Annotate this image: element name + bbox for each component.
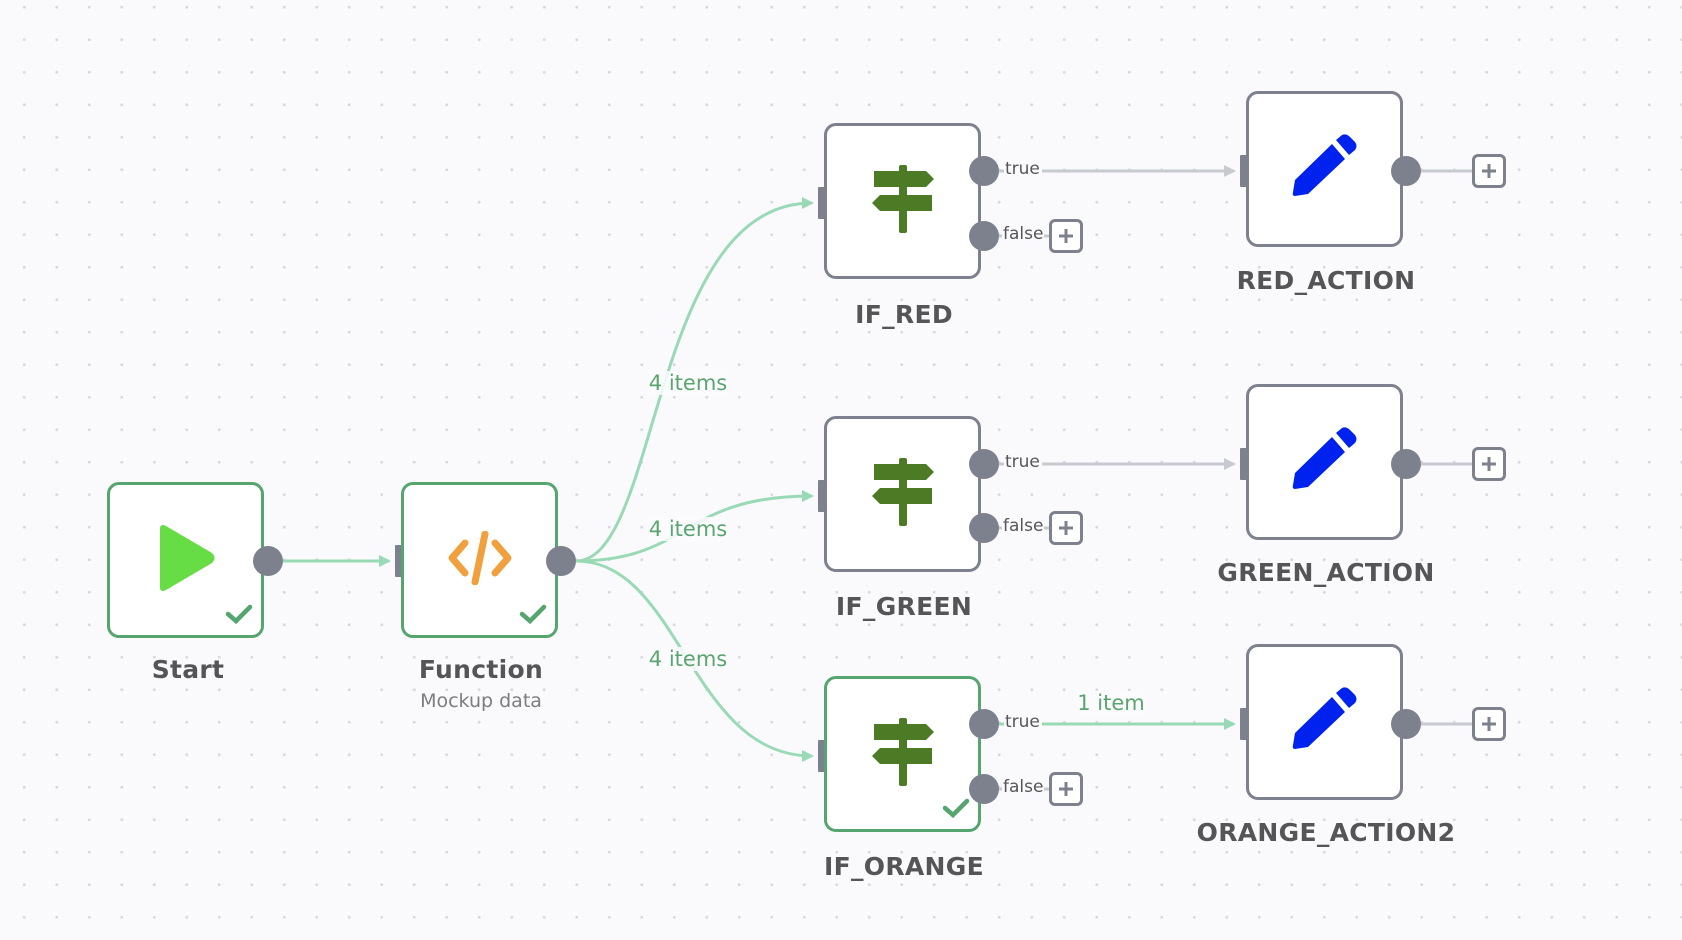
- node-red-action[interactable]: [1246, 91, 1403, 247]
- if-green-false-port[interactable]: [969, 513, 999, 543]
- node-start[interactable]: [107, 482, 264, 638]
- if-green-false-add-button[interactable]: [1049, 511, 1083, 545]
- if-orange-false-label: false: [1002, 777, 1045, 797]
- plus-icon: [1059, 229, 1073, 243]
- if-red-false-label: false: [1002, 224, 1045, 244]
- plus-icon: [1482, 717, 1496, 731]
- pencil-icon: [1292, 427, 1358, 497]
- green-action-add-button[interactable]: [1472, 447, 1506, 481]
- plus-icon: [1059, 521, 1073, 535]
- pencil-icon: [1292, 687, 1358, 757]
- if-orange-false-port[interactable]: [969, 774, 999, 804]
- node-label-if-orange: IF_ORANGE: [824, 852, 984, 881]
- node-subtitle-function: Mockup data: [420, 690, 542, 712]
- node-orange-action2[interactable]: [1246, 644, 1403, 800]
- signpost-icon: [870, 458, 936, 530]
- node-label-red-action: RED_ACTION: [1236, 266, 1416, 295]
- if-red-false-add-button[interactable]: [1049, 219, 1083, 253]
- node-if-green[interactable]: [824, 416, 981, 572]
- plus-icon: [1482, 457, 1496, 471]
- success-check-icon: [519, 603, 547, 629]
- red-action-add-button[interactable]: [1472, 154, 1506, 188]
- node-function[interactable]: [401, 482, 558, 638]
- if-orange-false-add-button[interactable]: [1049, 772, 1083, 806]
- green-action-output-port[interactable]: [1391, 449, 1421, 479]
- play-icon: [154, 523, 218, 597]
- orange-action2-output-port[interactable]: [1391, 709, 1421, 739]
- pencil-icon: [1292, 134, 1358, 204]
- code-icon: [447, 530, 513, 589]
- if-orange-true-label: true: [1004, 712, 1041, 732]
- signpost-icon: [870, 718, 936, 790]
- if-red-true-port[interactable]: [969, 156, 999, 186]
- if-orange-true-port[interactable]: [969, 709, 999, 739]
- plus-icon: [1059, 782, 1073, 796]
- node-if-red[interactable]: [824, 123, 981, 279]
- node-green-action[interactable]: [1246, 384, 1403, 540]
- node-label-if-green: IF_GREEN: [835, 592, 973, 621]
- if-green-true-label: true: [1004, 452, 1041, 472]
- if-red-true-label: true: [1004, 159, 1041, 179]
- node-label-function: Function: [418, 655, 544, 684]
- if-green-true-port[interactable]: [969, 449, 999, 479]
- red-action-output-port[interactable]: [1391, 156, 1421, 186]
- success-check-icon: [942, 797, 970, 823]
- edge-label-function-if-orange: 4 items: [646, 647, 730, 671]
- edge-label-function-if-green: 4 items: [646, 517, 730, 541]
- if-green-false-label: false: [1002, 516, 1045, 536]
- node-if-orange[interactable]: [824, 676, 981, 832]
- function-output-port[interactable]: [546, 546, 576, 576]
- plus-icon: [1482, 164, 1496, 178]
- node-label-if-red: IF_RED: [855, 300, 953, 329]
- orange-action2-add-button[interactable]: [1472, 707, 1506, 741]
- success-check-icon: [225, 603, 253, 629]
- edge-label-function-if-red: 4 items: [646, 371, 730, 395]
- if-red-false-port[interactable]: [969, 221, 999, 251]
- signpost-icon: [870, 165, 936, 237]
- edge-label-if-orange-orange-action2: 1 item: [1075, 691, 1147, 715]
- node-label-start: Start: [151, 655, 225, 684]
- node-label-green-action: GREEN_ACTION: [1217, 558, 1435, 587]
- node-label-orange-action2: ORANGE_ACTION2: [1196, 818, 1456, 847]
- start-output-port[interactable]: [253, 546, 283, 576]
